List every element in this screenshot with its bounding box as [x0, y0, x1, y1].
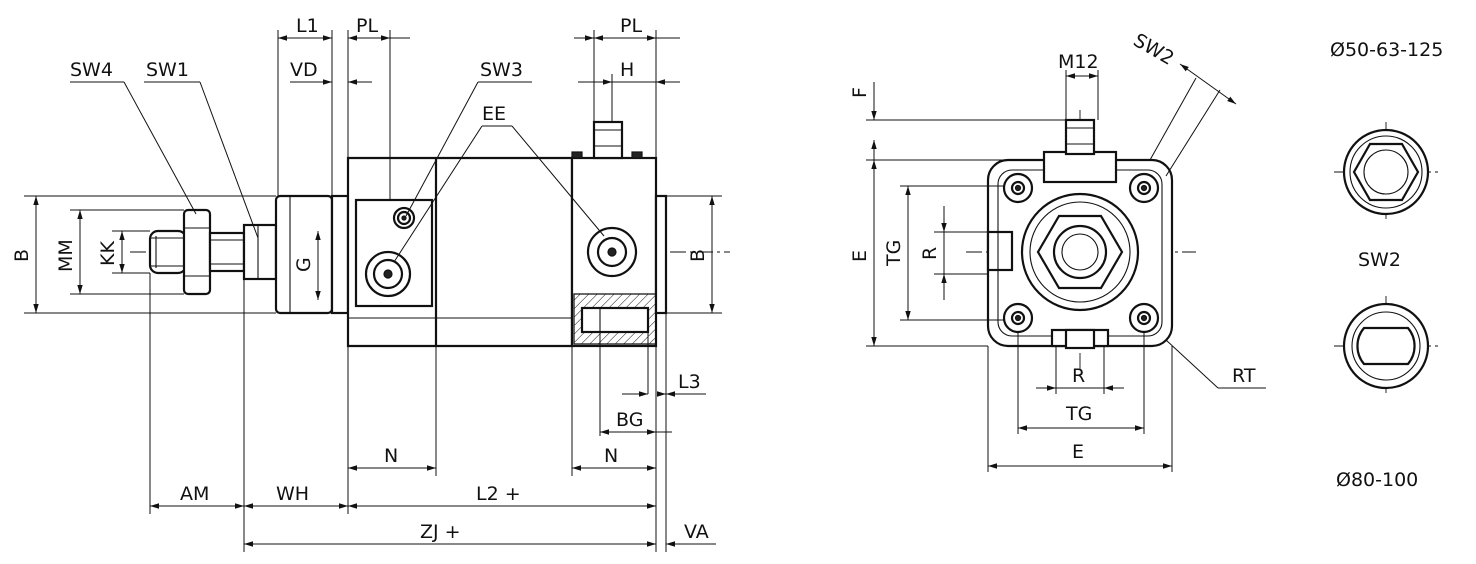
label-dia-small: Ø50-63-125	[1330, 39, 1443, 61]
detail-views: Ø50-63-125 SW2 Ø80-100	[1330, 39, 1443, 491]
rod-bearing	[274, 194, 350, 315]
label-n-left: N	[384, 445, 398, 467]
piston-rod	[148, 208, 278, 296]
end-view: M12 SW2 F E TG R R TG E RT	[849, 29, 1266, 472]
label-tg-vertical: TG	[883, 240, 905, 267]
label-e-vertical: E	[849, 250, 871, 262]
label-mm: MM	[55, 239, 77, 272]
label-h: H	[620, 59, 634, 81]
label-bg: BG	[616, 409, 643, 431]
label-kk: KK	[97, 241, 119, 266]
label-e-horizontal: E	[1072, 441, 1084, 463]
label-r-vertical: R	[919, 247, 941, 260]
label-r-horizontal: R	[1072, 365, 1085, 387]
label-ee: EE	[482, 103, 506, 125]
label-rt: RT	[1232, 365, 1256, 387]
label-zj: ZJ +	[420, 521, 461, 543]
label-sw2-detail: SW2	[1358, 249, 1401, 271]
label-b-right: B	[687, 249, 709, 262]
label-sw4: SW4	[70, 59, 113, 81]
side-extension-lines	[24, 30, 722, 552]
label-dia-large: Ø80-100	[1336, 469, 1418, 491]
label-pl-top: PL	[356, 15, 378, 37]
label-m12: M12	[1058, 51, 1099, 73]
side-view-labels: SW4 SW1 L1 PL VD SW3 EE PL H B MM KK G B…	[11, 15, 709, 543]
side-view: SW4 SW1 L1 PL VD SW3 EE PL H B MM KK G B…	[11, 15, 730, 552]
label-wh: WH	[276, 483, 309, 505]
label-va: VA	[684, 521, 709, 543]
label-pl-right: PL	[620, 15, 642, 37]
label-sw2-top: SW2	[1130, 29, 1178, 70]
label-l1: L1	[296, 15, 319, 37]
label-f: F	[849, 87, 871, 98]
side-dimension-lines	[33, 35, 716, 547]
label-g: G	[293, 257, 315, 272]
cylinder-body	[346, 120, 668, 348]
label-b-left: B	[11, 249, 33, 262]
label-sw1: SW1	[146, 59, 189, 81]
label-vd: VD	[290, 59, 318, 81]
label-sw3: SW3	[480, 59, 523, 81]
side-leader-lines	[70, 81, 605, 263]
label-n-right: N	[604, 445, 618, 467]
corner-screws	[1002, 172, 1160, 334]
label-l3: L3	[678, 371, 701, 393]
label-am: AM	[180, 483, 209, 505]
label-tg-horizontal: TG	[1065, 403, 1092, 425]
label-l2: L2 +	[476, 483, 521, 505]
